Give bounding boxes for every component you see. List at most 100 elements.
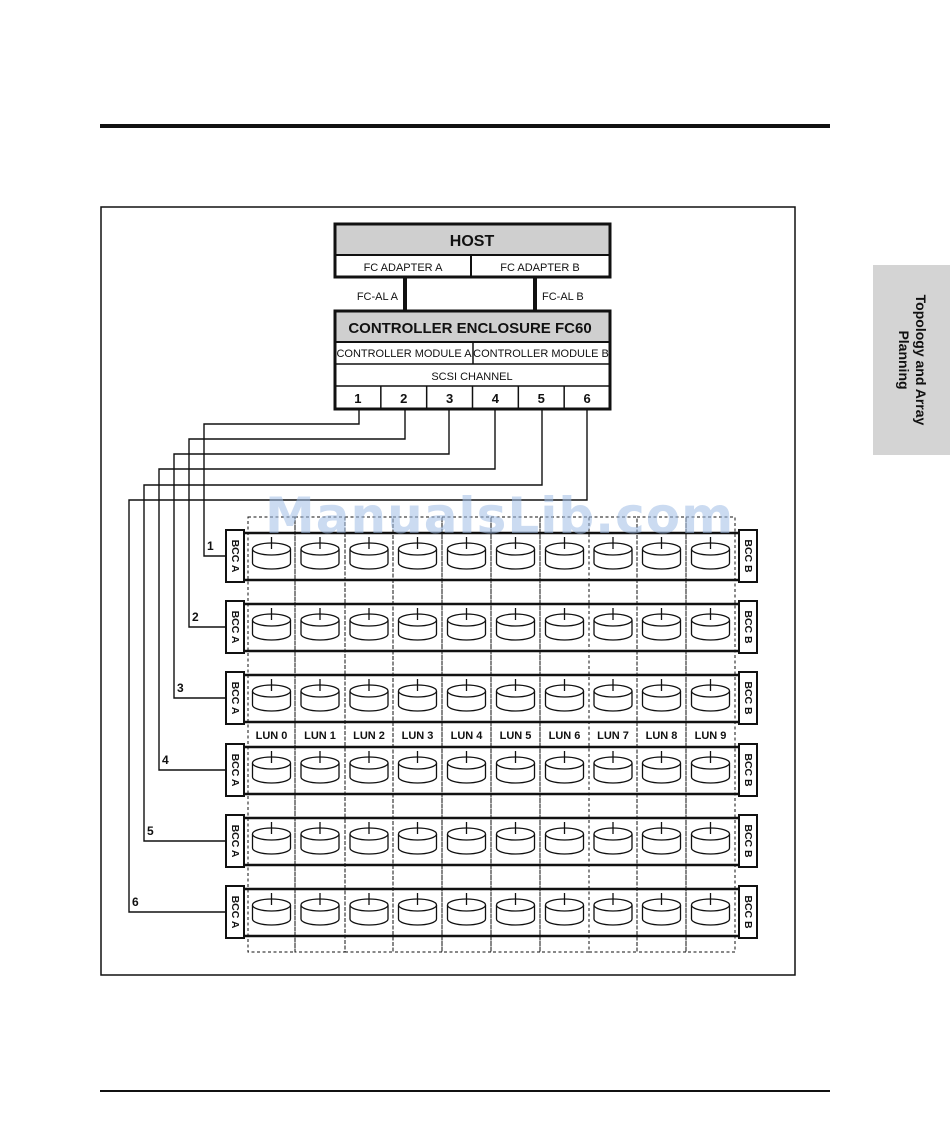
disk-icon <box>446 751 487 784</box>
disk-icon <box>300 679 340 712</box>
bcc-a-label: BCC A <box>229 754 241 787</box>
disk-icon <box>251 537 292 570</box>
fc-adapter-a-label: FC ADAPTER A <box>364 262 444 274</box>
disk-icon <box>349 822 389 855</box>
bcc-b-label: BCC B <box>742 681 754 715</box>
scsi-cable-6 <box>128 409 588 913</box>
scsi-cable-4 <box>158 409 496 771</box>
disk-icon <box>690 893 731 926</box>
disk-icon <box>495 679 536 712</box>
disk-icon <box>690 822 731 855</box>
enclosure-number-1: 1 <box>207 539 214 553</box>
fc-al-a-label: FC-AL A <box>357 291 399 303</box>
lun-label-3: LUN 3 <box>402 730 434 742</box>
bcc-a-module <box>225 743 245 797</box>
disk-icon <box>300 893 340 926</box>
disk-icon <box>397 679 438 712</box>
scsi-channel-1: 1 <box>354 391 361 406</box>
scsi-cable-1 <box>203 409 360 557</box>
disk-enclosure-4: BCC A BCC B <box>225 743 758 797</box>
disk-icon <box>495 893 536 926</box>
disk-icon <box>690 679 731 712</box>
disk-icon <box>593 751 633 784</box>
disk-icon <box>397 893 438 926</box>
section-tab[interactable]: Topology and Array Planning <box>873 265 950 455</box>
controller-module-a-label: CONTROLLER MODULE A <box>336 348 472 360</box>
controller-header <box>336 312 609 342</box>
lun-column-0 <box>247 516 296 953</box>
disk-icon <box>690 751 731 784</box>
fc-al-b-label: FC-AL B <box>542 291 584 303</box>
disk-icon <box>300 608 340 641</box>
bcc-a-module <box>225 671 245 725</box>
disk-icon <box>251 822 292 855</box>
disk-icon <box>593 608 633 641</box>
bcc-b-label: BCC B <box>742 753 754 787</box>
bottom-rule <box>100 1090 830 1092</box>
scsi-channel-label: SCSI CHANNEL <box>431 371 512 383</box>
top-rule <box>100 124 830 128</box>
lun-columns <box>247 516 736 953</box>
scsi-cable-3 <box>173 409 450 699</box>
bcc-b-module <box>738 600 758 654</box>
scsi-cable-2 <box>188 409 406 628</box>
disk-icon <box>397 822 438 855</box>
disk-icon <box>544 751 585 784</box>
disk-icon <box>397 751 438 784</box>
disk-icon <box>446 893 487 926</box>
scsi-cable-5 <box>143 409 543 842</box>
disk-icon <box>641 608 682 641</box>
disk-icon <box>446 679 487 712</box>
scsi-channel-2: 2 <box>400 391 407 406</box>
enclosure-number-4: 4 <box>162 753 169 767</box>
disk-icon <box>544 893 585 926</box>
host-header <box>336 225 609 255</box>
lun-column-9 <box>685 516 736 953</box>
disk-icon <box>349 679 389 712</box>
disk-icon <box>300 822 340 855</box>
host-title: HOST <box>450 233 495 250</box>
fc-adapter-b-label: FC ADAPTER B <box>500 262 579 274</box>
disk-icon <box>544 608 585 641</box>
lun-label-2: LUN 2 <box>353 730 385 742</box>
bcc-a-module <box>225 529 245 583</box>
disk-icon <box>349 893 389 926</box>
bcc-a-label: BCC A <box>229 682 241 715</box>
host-box: HOST FC ADAPTER A FC ADAPTER B <box>333 222 612 279</box>
disk-icon <box>349 751 389 784</box>
disk-icon <box>397 537 438 570</box>
bcc-b-module <box>738 743 758 797</box>
disk-icon <box>495 608 536 641</box>
disk-icon <box>495 537 536 570</box>
disk-icon <box>641 893 682 926</box>
figure-frame <box>100 206 796 976</box>
bcc-a-label: BCC A <box>229 540 241 573</box>
scsi-channel-4: 4 <box>492 391 500 406</box>
disk-icon <box>641 679 682 712</box>
bcc-b-module <box>738 529 758 583</box>
bcc-a-module <box>225 600 245 654</box>
lun-label-5: LUN 5 <box>500 730 532 742</box>
lun-column-1 <box>294 516 346 953</box>
disk-icon <box>495 822 536 855</box>
disk-icon <box>251 608 292 641</box>
disk-icon <box>641 751 682 784</box>
lun-label-0: LUN 0 <box>256 730 288 742</box>
lun-label-1: LUN 1 <box>304 730 336 742</box>
disk-icon <box>251 893 292 926</box>
disk-icon <box>544 822 585 855</box>
enclosure-number-5: 5 <box>147 824 154 838</box>
disk-icon <box>593 679 633 712</box>
disk-icon <box>349 537 389 570</box>
disk-icon <box>544 679 585 712</box>
enclosure-number-3: 3 <box>177 681 184 695</box>
bcc-b-module <box>738 814 758 868</box>
disk-enclosure-3: BCC A BCC B <box>225 671 758 725</box>
disk-icon <box>495 751 536 784</box>
bcc-b-label: BCC B <box>742 610 754 644</box>
